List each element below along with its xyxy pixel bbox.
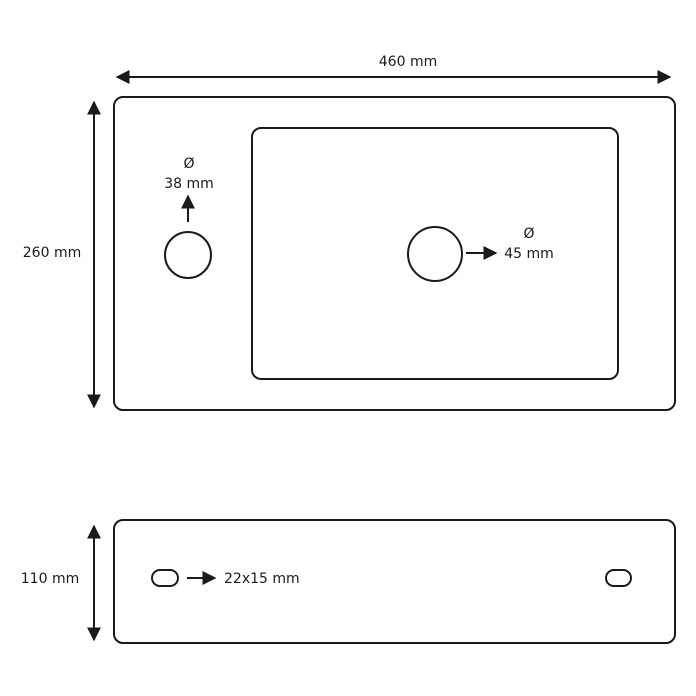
side-view: 110 mm 22x15 mm xyxy=(21,519,676,644)
drain-hole xyxy=(407,226,463,282)
overflow-slot-label: 22x15 mm xyxy=(224,571,300,587)
top-view: 460 mm 260 mm Ø 38 mm Ø 45 mm xyxy=(23,54,676,411)
tap-hole-size-label: 38 mm xyxy=(164,176,214,192)
bowl-outline xyxy=(251,127,619,380)
overflow-slot-right xyxy=(605,569,632,587)
basin-outline xyxy=(113,96,676,411)
side-outline xyxy=(113,519,676,644)
drain-hole-size-label: 45 mm xyxy=(504,246,554,262)
tap-hole-symbol: Ø xyxy=(183,156,194,172)
tap-hole xyxy=(164,231,212,279)
width-dimension-label: 460 mm xyxy=(379,54,437,70)
side-height-dimension-label: 110 mm xyxy=(21,571,79,587)
overflow-slot-left xyxy=(151,569,179,587)
drain-hole-symbol: Ø xyxy=(523,226,534,242)
height-dimension-label: 260 mm xyxy=(23,245,81,261)
